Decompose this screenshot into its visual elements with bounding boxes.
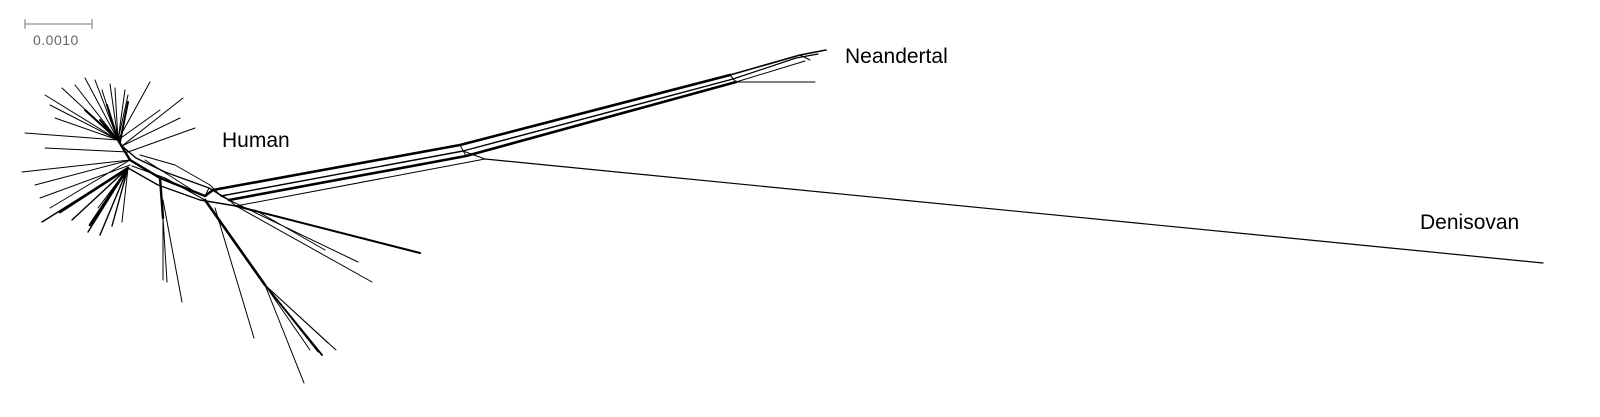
human-lower-fan	[39, 159, 131, 236]
neandertal-edge	[729, 49, 827, 76]
human-leaf-edge	[264, 284, 323, 356]
taxon-label-neandertal: Neandertal	[845, 45, 948, 68]
taxon-labels: Neandertal Human Denisovan	[222, 45, 1519, 234]
backbone-edge	[227, 80, 738, 202]
human-leaf-edge	[228, 199, 373, 283]
backbone-edges	[211, 73, 738, 207]
backbone-edge	[235, 158, 486, 207]
backbone-edge	[211, 73, 732, 192]
taxon-label-denisovan: Denisovan	[1420, 211, 1519, 234]
core-edge	[204, 187, 237, 207]
denisovan-branch	[484, 158, 1544, 264]
neandertal-edge	[735, 54, 816, 83]
backbone-edge	[220, 78, 734, 197]
human-leaf-edge	[162, 199, 183, 303]
human-leaf-edge	[84, 101, 129, 143]
human-leaf-edge	[158, 176, 165, 220]
taxon-label-human: Human	[222, 129, 290, 152]
human-leaf-edge	[41, 167, 129, 236]
core-edge	[127, 167, 237, 207]
human-leaf-edge	[39, 159, 131, 223]
scale-bar-label: 0.0010	[33, 32, 79, 48]
human-downward-branches	[158, 176, 337, 384]
human-right-branches	[228, 199, 421, 283]
neandertal-clade-edges	[729, 49, 827, 83]
neandertal-edge	[732, 53, 819, 80]
human-core-edges	[116, 138, 237, 207]
human-upper-fan	[21, 77, 196, 186]
human-leaf-edge	[214, 207, 337, 384]
denisovan-edge	[484, 158, 1544, 264]
human-leaf-edge	[203, 198, 267, 287]
human-leaf-edge	[235, 205, 421, 254]
core-edge	[131, 154, 222, 201]
scale-bar: 0.0010	[24, 19, 93, 48]
